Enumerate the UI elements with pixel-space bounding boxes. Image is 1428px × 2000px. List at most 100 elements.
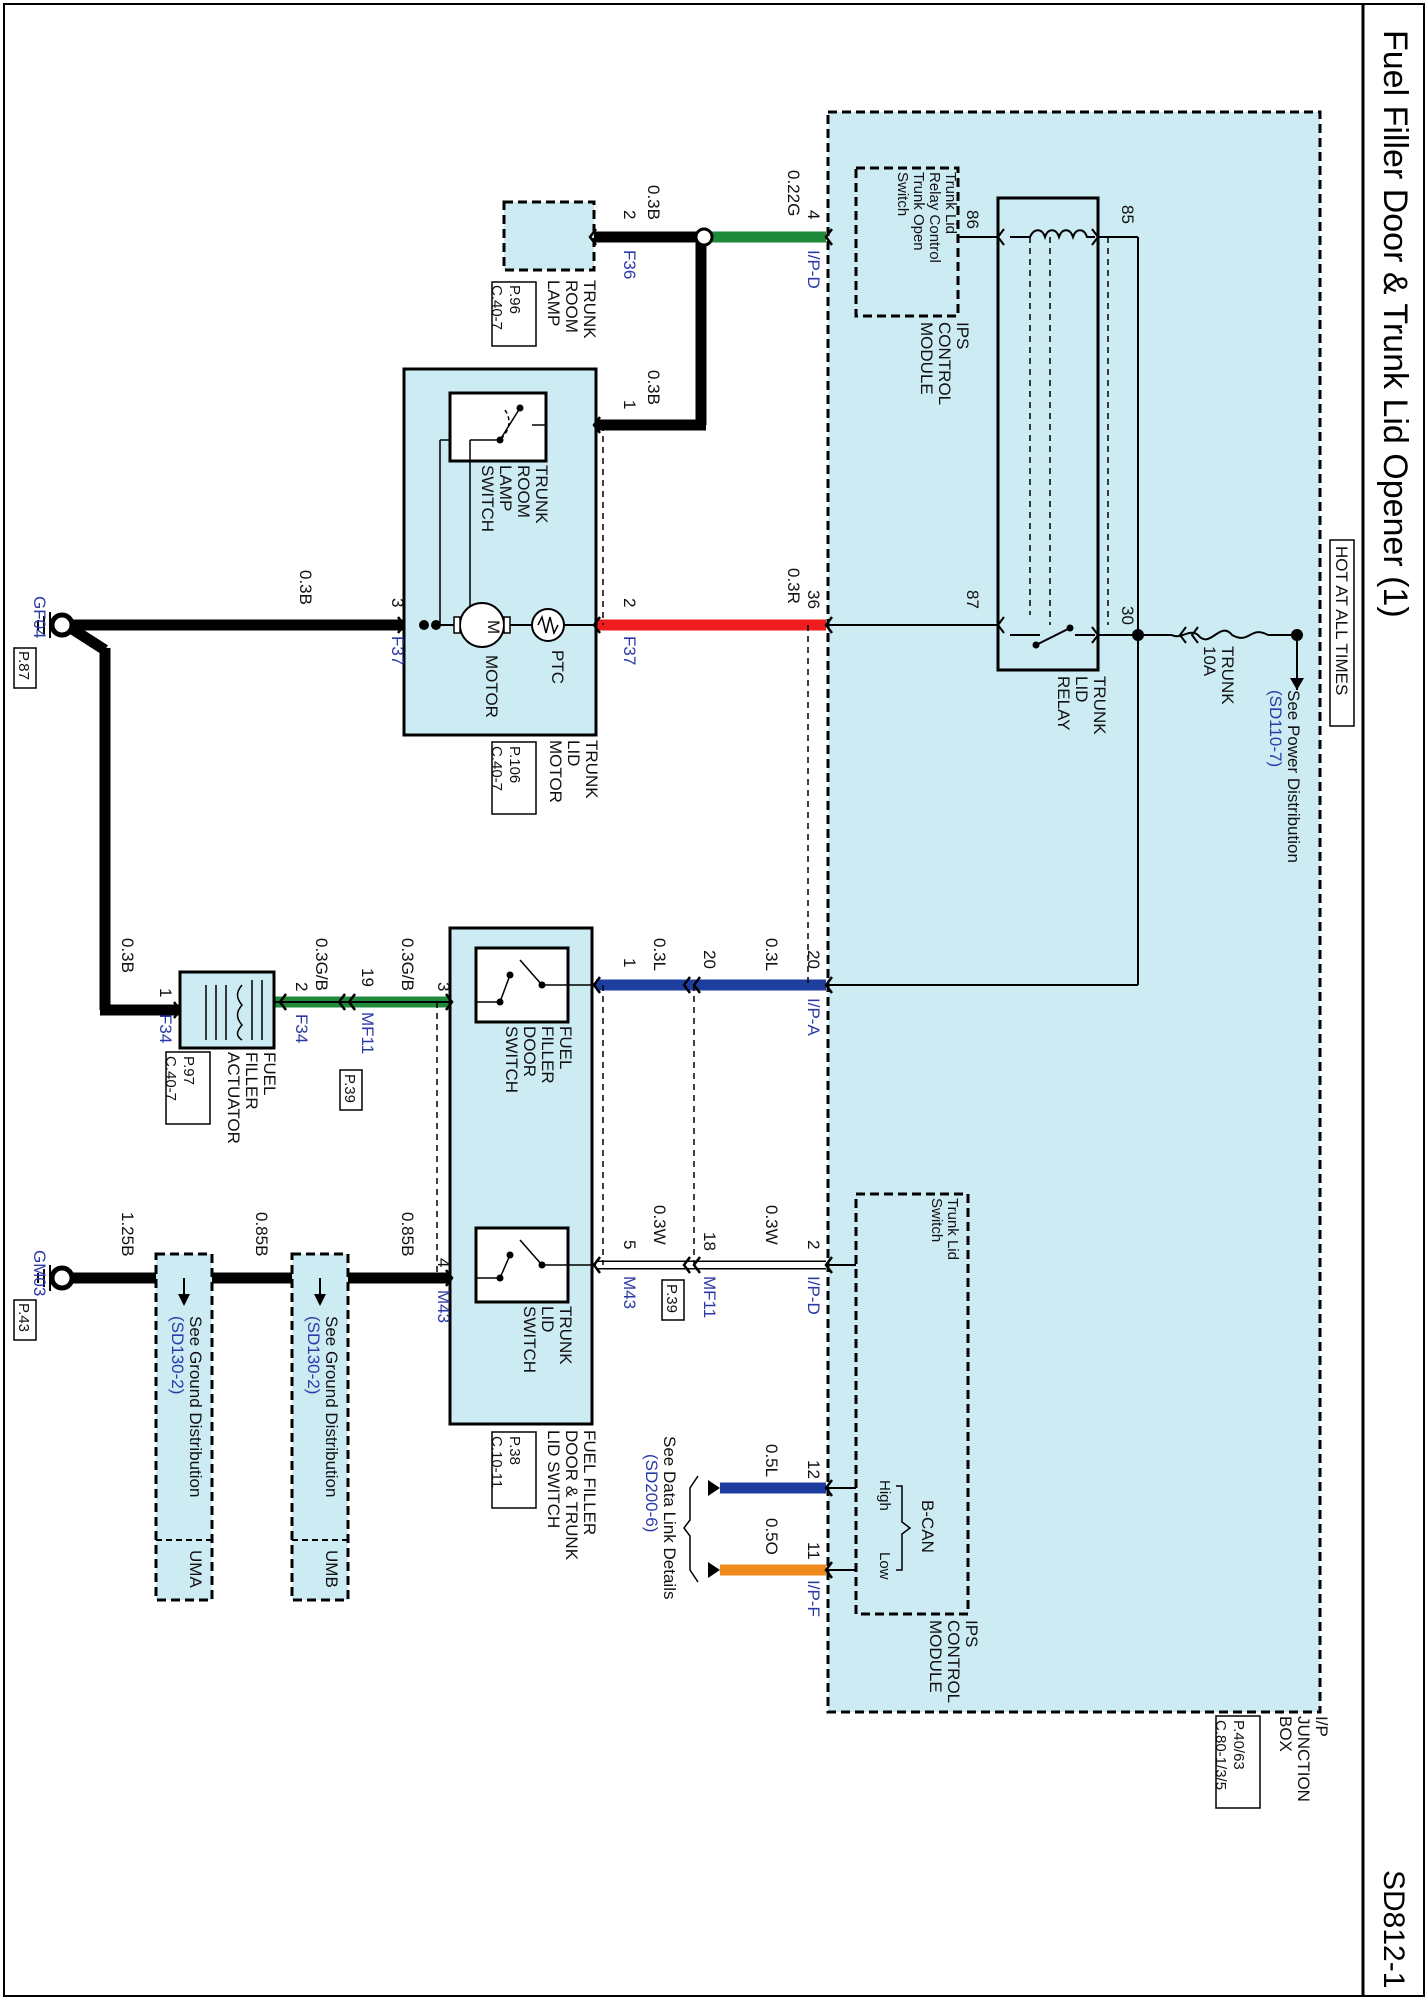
fuse-icon — [1171, 629, 1269, 641]
ground-gm03: GM03 P.43 — [13, 1250, 75, 1341]
mf11-bottom-ref-box — [661, 1279, 685, 1321]
junction-box-name-2: JUNCTION — [1294, 1716, 1313, 1802]
wires — [62, 231, 1298, 1576]
pin-actuator-1: 1 — [156, 988, 175, 997]
ips-top-box — [854, 166, 960, 318]
door-switch-label-2: FILLER — [538, 1026, 557, 1084]
lamp-switch-label-4: SWITCH — [478, 465, 497, 532]
actuator-ref-page: P.97 — [180, 1056, 197, 1085]
uma-arrow-icon — [178, 1294, 190, 1306]
motor-brush-icon — [503, 616, 511, 634]
relay-contact-dot — [1032, 641, 1040, 649]
connector-chevron-icon — [1178, 626, 1199, 644]
trunk-room-lamp: P.96 C.40-7 TRUNK ROOM LAMP — [488, 200, 599, 347]
ground-terminal-icon — [49, 612, 75, 638]
umb-see-link[interactable]: (SD130-2) — [304, 1316, 323, 1394]
trunk-switch-label-3: SWITCH — [520, 1306, 539, 1373]
junction-box-ref-connector: C.80-1/3/5 — [1212, 1720, 1229, 1790]
uma-see-link[interactable]: (SD130-2) — [168, 1316, 187, 1394]
bcan-high-label: High — [876, 1480, 893, 1511]
wire-label-03l-a: 0.3L — [762, 938, 781, 971]
ips-top-name-line3: MODULE — [917, 322, 936, 395]
wire-label-03gb-a: 0.3G/B — [398, 938, 417, 991]
ground-icon — [37, 612, 51, 638]
pin-mf11-20: 20 — [700, 950, 719, 969]
connector-chevron-icon — [173, 993, 287, 1019]
ptc-element-icon — [537, 614, 559, 636]
bcan-brace-icon — [896, 1485, 912, 1571]
uma-label: UMA — [186, 1550, 205, 1588]
bcan-label: B-CAN — [918, 1500, 937, 1553]
connector-f36: F36 — [620, 250, 639, 279]
lid-motor-ref-connector: C.40-7 — [488, 746, 505, 791]
ips-top-name-line2: CONTROL — [935, 322, 954, 405]
pin-lamp-2: 2 — [620, 210, 639, 219]
bcan-low-label: Low — [876, 1552, 893, 1580]
lamp-switch-contact-dot — [516, 404, 524, 412]
connector-chevron-icon — [592, 416, 601, 1274]
ips-bottom-name-1: IPS — [962, 1620, 981, 1647]
ips-top-box-line3: Trunk Open — [910, 172, 927, 251]
ips-top-box-line2: Relay Control — [926, 172, 943, 263]
connector-mf11-bottom-ref: P.39 — [663, 1284, 680, 1313]
relay-coil-icon — [1010, 229, 1095, 241]
lid-motor-ref-box — [491, 741, 537, 815]
pin-ipd-4: 4 — [804, 210, 823, 219]
pin-36: 36 — [804, 590, 823, 609]
junction-box-name-1: I/P — [1312, 1716, 1331, 1737]
junction-box-name-3: BOX — [1276, 1716, 1295, 1752]
data-link-ref[interactable]: (SD200-6) — [642, 1454, 661, 1532]
motor-brush-icon — [453, 616, 461, 634]
motor-symbol-label: M — [484, 620, 503, 634]
wire-label-085b-a: 0.85B — [398, 1212, 417, 1256]
assembly-name-1: FUEL FILLER — [580, 1430, 599, 1535]
pin-ipf-11: 11 — [804, 1542, 823, 1560]
data-link-arrow-icon — [708, 1480, 720, 1496]
ground-gm03-ref: P.43 — [15, 1303, 32, 1332]
trunk-lid-switch-input-label-2: Switch — [928, 1198, 945, 1242]
lamp-name-line3: LAMP — [544, 280, 563, 326]
actuator-box — [178, 970, 276, 1050]
relay-box — [996, 196, 1100, 672]
wire-label-03gb-b: 0.3G/B — [312, 938, 331, 991]
ground-terminal-icon — [49, 1265, 75, 1291]
ips-bottom-name-3: MODULE — [926, 1620, 945, 1693]
splice-junction-dot — [694, 227, 714, 247]
ips-control-module-bottom: Trunk Lid Switch B-CAN High Low IPS CONT… — [854, 1192, 981, 1703]
see-power-distribution-link[interactable]: (SD110-7) — [1266, 690, 1285, 767]
trunk-switch-contact-dot — [538, 1261, 546, 1269]
pin-motor-3: 3 — [388, 598, 407, 607]
trunk-lid-motor-assembly: TRUNK ROOM LAMP SWITCH M PTC MOTOR TRUNK… — [402, 367, 601, 815]
pin-labels: 4 2 1 36 2 3 20 20 1 19 3 2 1 2 18 5 4 1… — [156, 210, 823, 1560]
sheet-id: SD812-1 — [1377, 1870, 1410, 1988]
actuator-solenoid-icon — [205, 980, 263, 1041]
ground-gf04-ref-box — [13, 647, 37, 689]
wire-label-03b-motor: 0.3B — [296, 570, 315, 605]
ips-bottom-name-2: CONTROL — [944, 1620, 963, 1703]
connector-mf11-top: MF11 — [358, 1012, 377, 1054]
connector-mf11-bottom: MF11 — [700, 1276, 719, 1318]
connector-mf11-top-ref: P.39 — [341, 1074, 358, 1103]
ground-distribution-umb: See Ground Distribution (SD130-2) UMB — [290, 1252, 350, 1602]
connector-labels: I/P-D F36 F37 F37 I/P-A MF11 P.39 F34 F3… — [156, 250, 823, 1617]
trunk-switch-label-1: TRUNK — [556, 1306, 575, 1365]
ground-gf04: GF04 P.87 — [13, 596, 75, 689]
data-link-arrow-icon — [708, 1562, 720, 1578]
relay-pin-chevron-icon — [996, 228, 1100, 644]
pin-actuator-2: 2 — [292, 982, 311, 991]
page-frame — [3, 3, 1425, 1997]
lamp-switch-label-3: LAMP — [496, 465, 515, 511]
wire-label-03r: 0.3R — [784, 568, 803, 604]
actuator-name-2: FILLER — [242, 1052, 261, 1110]
trunk-lid-switch-input-label-1: Trunk Lid — [944, 1198, 961, 1260]
fuse-name-label: TRUNK — [1218, 646, 1237, 705]
pin-mf11-19: 19 — [358, 968, 377, 987]
wire-label-03l-b: 0.3L — [650, 938, 669, 971]
door-switch-label-4: SWITCH — [502, 1026, 521, 1093]
trunk-switch-icon — [476, 1239, 596, 1279]
power-junction-dot — [1291, 629, 1303, 641]
connector-marks — [173, 227, 833, 1579]
pin-ipf-12: 12 — [804, 1460, 823, 1479]
relay-name-line3: RELAY — [1054, 676, 1073, 731]
